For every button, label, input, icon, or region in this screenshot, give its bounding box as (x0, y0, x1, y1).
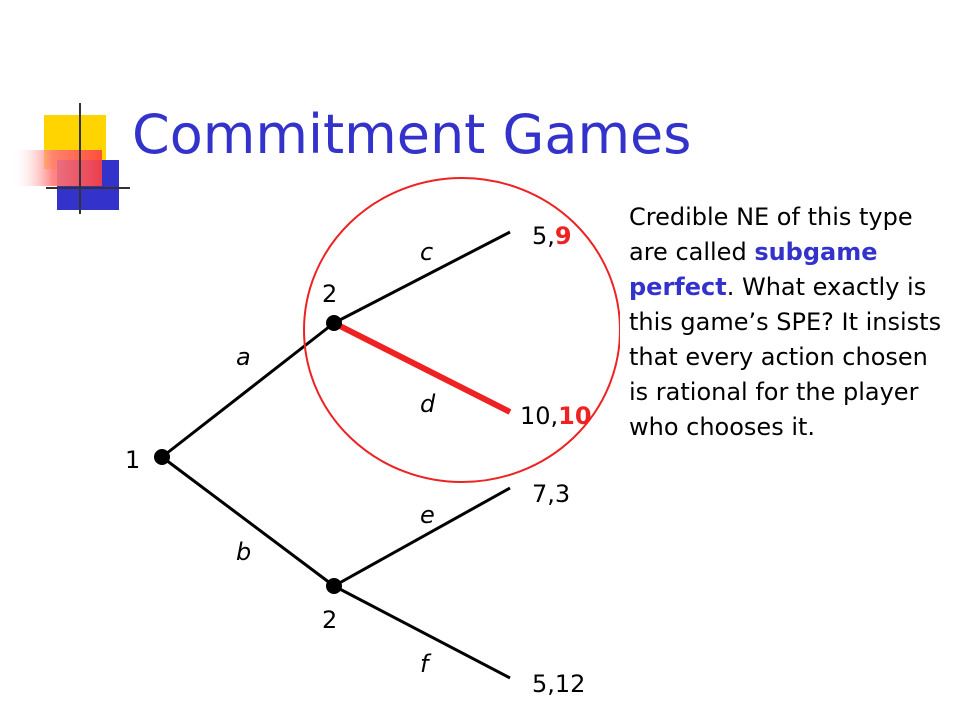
lower-decision-node (326, 578, 342, 594)
explanation-part-1: Credible NE of this type are called (629, 203, 913, 266)
explanation-part-2: . What exactly is this game’s SPE? It in… (629, 273, 942, 441)
edge-e (333, 486, 511, 588)
subgame-ellipse (303, 177, 620, 483)
lower-node-label: 2 (322, 606, 337, 634)
payoff-d: 10,10 (520, 402, 592, 430)
payoff-d-player2: 10 (558, 402, 591, 430)
action-label-d: d (420, 390, 436, 418)
decorative-logo (12, 103, 130, 214)
payoff-c-player1: 5, (532, 222, 555, 250)
upper-decision-node (326, 315, 342, 331)
slide-title: Commitment Games (132, 103, 692, 166)
action-label-c: c (420, 238, 433, 266)
action-label-a: a (236, 343, 251, 371)
edge-d-highlighted (332, 320, 512, 415)
logo-red-bar (12, 150, 102, 186)
explanation-text: Credible NE of this type are called subg… (629, 200, 949, 445)
payoff-e: 7,3 (532, 480, 570, 508)
edge-c (333, 230, 511, 325)
game-tree: 1 2 2 a b c d e f 5,9 10,10 7,3 5,12 (125, 177, 620, 698)
edge-f (333, 584, 511, 680)
payoff-d-player1: 10, (520, 402, 558, 430)
payoff-c: 5,9 (532, 222, 572, 250)
action-label-f: f (420, 650, 432, 678)
subgame-perfect-highlight: subgame perfect (629, 238, 878, 301)
payoff-f: 5,12 (532, 670, 585, 698)
edge-b (161, 455, 335, 588)
action-label-e: e (420, 501, 435, 529)
root-node-label: 1 (125, 446, 140, 474)
payoff-c-player2: 9 (555, 222, 572, 250)
root-node (154, 449, 170, 465)
action-label-b: b (236, 538, 251, 566)
upper-node-label: 2 (322, 280, 337, 308)
